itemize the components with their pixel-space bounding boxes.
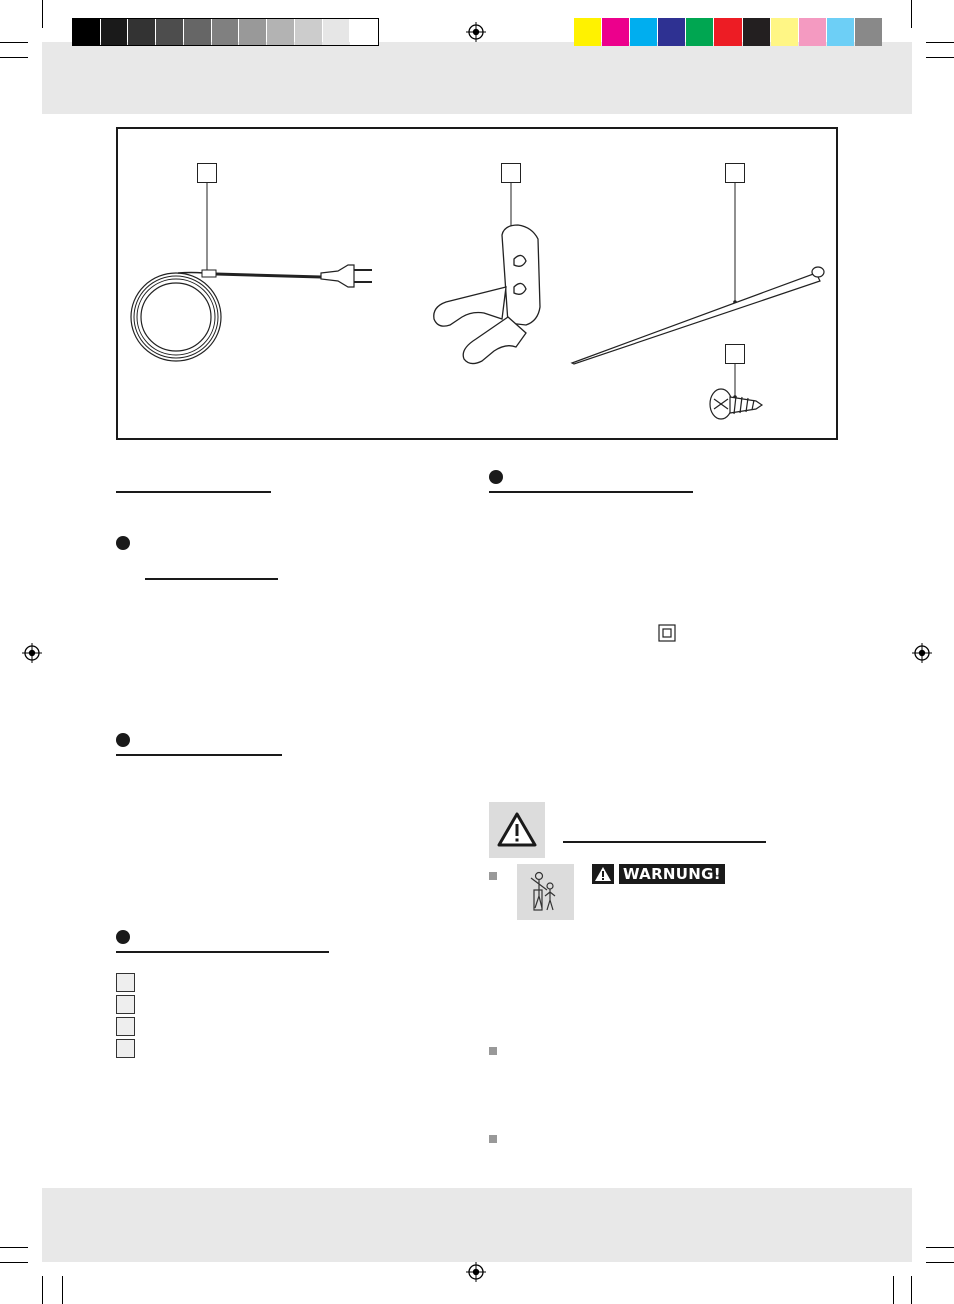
color-swatch: [714, 18, 742, 46]
gray-swatch: [73, 19, 100, 45]
list-bullet: [489, 1047, 497, 1055]
section-heading-rule: [116, 754, 282, 756]
color-swatch: [658, 18, 686, 46]
color-swatch: [742, 18, 770, 46]
gray-swatch: [183, 19, 211, 45]
callout-box-cable: [197, 163, 217, 183]
gray-swatch: [322, 19, 350, 45]
list-bullet: [489, 1135, 497, 1143]
crop-mark: [0, 57, 28, 58]
registration-mark-icon: [466, 22, 486, 42]
crop-mark: [42, 0, 43, 28]
registration-mark-icon: [912, 643, 932, 663]
crop-mark: [0, 1247, 28, 1248]
section-bullet-icon: [116, 536, 130, 550]
warning-label: WARNUNG!: [619, 864, 725, 884]
warning-triangle-icon: [489, 802, 545, 858]
parts-list-number-box: [116, 995, 135, 1014]
double-square-icon: [658, 624, 676, 642]
gray-swatch: [128, 19, 156, 45]
gray-scale-bar: [72, 18, 379, 46]
section-bullet-icon: [116, 733, 130, 747]
screw-icon: [709, 388, 764, 420]
gray-swatch: [211, 19, 239, 45]
heading-rule: [116, 491, 271, 493]
section-bullet-icon: [116, 930, 130, 944]
color-swatch: [630, 18, 658, 46]
crop-mark: [911, 0, 912, 28]
color-swatch: [574, 18, 602, 46]
crop-mark: [0, 42, 28, 43]
crop-mark: [893, 1276, 894, 1304]
color-swatch: [826, 18, 854, 46]
color-scale-bar: [574, 18, 883, 46]
section-heading-rule: [116, 951, 329, 953]
header-band: [42, 42, 912, 114]
crop-mark: [42, 1276, 43, 1304]
color-swatch: [854, 18, 882, 46]
parts-list-number-box: [116, 973, 135, 992]
gray-swatch: [156, 19, 183, 45]
crop-mark: [926, 1247, 954, 1248]
gray-swatch: [100, 19, 128, 45]
warning-sign-icon: [592, 864, 614, 884]
callout-box-clip: [501, 163, 521, 183]
parts-list-number-box: [116, 1017, 135, 1036]
parts-illustration-frame: [116, 127, 838, 440]
parts-list-number-box: [116, 1039, 135, 1058]
callout-box-screw: [725, 344, 745, 364]
crop-mark: [926, 1262, 954, 1263]
color-swatch: [798, 18, 826, 46]
child-danger-icon: [517, 864, 574, 920]
crop-mark: [926, 57, 954, 58]
subheading-rule: [145, 578, 278, 580]
safety-heading-rule: [563, 841, 766, 843]
registration-mark-icon: [466, 1262, 486, 1282]
crop-mark: [0, 1262, 28, 1263]
gray-swatch: [267, 19, 294, 45]
wall-clip-icon: [433, 224, 541, 365]
coiled-cable-icon: [130, 264, 372, 362]
gray-swatch: [350, 19, 378, 45]
crop-mark: [62, 1276, 63, 1304]
list-bullet: [489, 872, 497, 880]
crop-mark: [926, 42, 954, 43]
section-bullet-icon: [489, 470, 503, 484]
gray-swatch: [239, 19, 267, 45]
crop-mark: [911, 1276, 912, 1304]
color-swatch: [686, 18, 714, 46]
registration-mark-icon: [22, 643, 42, 663]
callout-box-stake: [725, 163, 745, 183]
gray-swatch: [294, 19, 322, 45]
footer-band: [42, 1188, 912, 1262]
color-swatch: [602, 18, 630, 46]
parts-drawing: [130, 183, 825, 420]
ground-stake-icon: [570, 266, 825, 365]
section-heading-rule: [489, 491, 693, 493]
color-swatch: [770, 18, 798, 46]
